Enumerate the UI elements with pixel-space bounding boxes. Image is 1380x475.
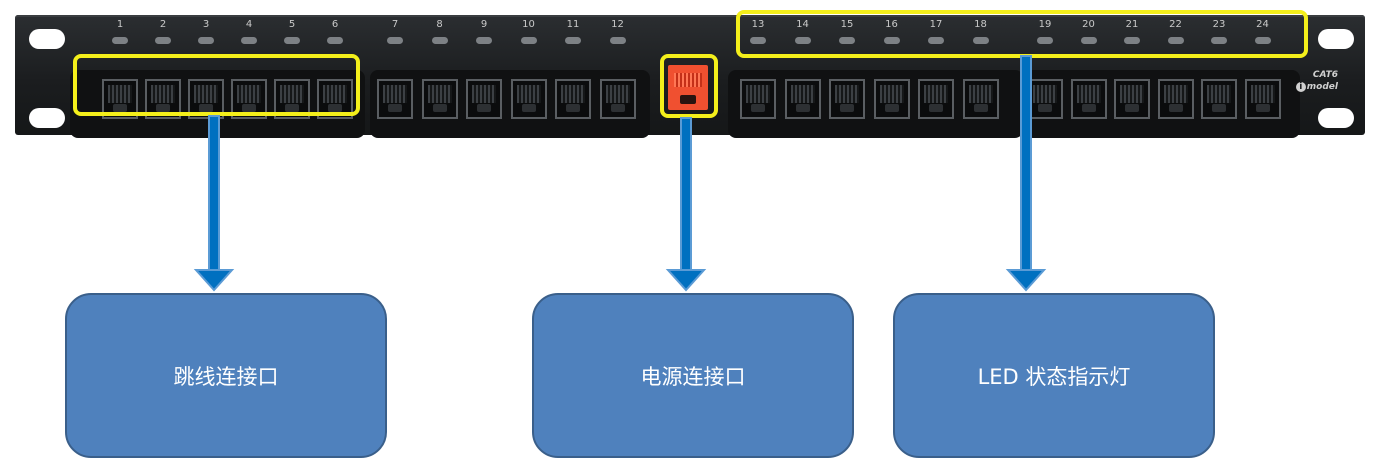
led-number: 8 — [436, 19, 443, 30]
status-led — [198, 37, 214, 44]
status-led — [327, 37, 343, 44]
rj45-port — [918, 79, 954, 119]
status-led — [284, 37, 300, 44]
led-number: 2 — [159, 19, 167, 30]
status-led — [155, 37, 171, 44]
label-power-port-text: 电源连接口 — [640, 364, 746, 389]
rj45-port — [510, 79, 547, 119]
mount-hole-top-right — [1318, 29, 1354, 49]
rj45-port — [1244, 79, 1281, 119]
led-number: 4 — [245, 19, 253, 30]
led-number: 18 — [974, 19, 987, 30]
brand-rating: CAT6 — [1312, 70, 1338, 80]
status-led — [1037, 37, 1053, 44]
led-number: 7 — [391, 19, 399, 30]
rj45-port — [740, 79, 776, 119]
status-led — [609, 37, 626, 44]
arrow-power-port — [665, 117, 707, 292]
mount-hole-top-left — [29, 29, 65, 49]
rj45-port — [1201, 79, 1237, 119]
led-number: 17 — [929, 19, 943, 30]
led-number: 9 — [480, 19, 488, 30]
status-led — [750, 37, 766, 44]
status-led — [972, 37, 989, 44]
status-led — [387, 37, 403, 44]
status-led — [928, 37, 944, 44]
label-led-status: LED 状态指示灯 — [893, 293, 1215, 458]
status-led — [112, 37, 128, 44]
label-patch-ports-text: 跳线连接口 — [173, 364, 279, 389]
status-led — [476, 37, 492, 44]
rj45-port — [1114, 79, 1150, 119]
rj45-port — [466, 79, 502, 119]
rj45-port — [421, 79, 458, 119]
led-number: 11 — [566, 19, 580, 30]
status-led — [1211, 37, 1227, 44]
status-led — [839, 37, 855, 44]
rj45-port — [1157, 79, 1194, 119]
led-number: 10 — [522, 19, 535, 30]
highlight-power-port — [660, 54, 718, 118]
status-led — [1124, 37, 1140, 44]
led-number: 19 — [1038, 19, 1052, 30]
led-number: 5 — [288, 19, 296, 30]
rj45-port — [599, 79, 636, 119]
led-number: 24 — [1256, 19, 1269, 30]
mount-hole-bottom-right — [1318, 108, 1354, 128]
rj45-port — [962, 79, 999, 119]
led-number: 21 — [1125, 19, 1139, 30]
brand-name: model — [1306, 82, 1338, 92]
status-led — [1167, 37, 1184, 44]
label-led-status-text: LED 状态指示灯 — [977, 364, 1131, 389]
rj45-port — [1027, 79, 1063, 119]
highlight-patch-ports — [73, 54, 360, 116]
led-number: 15 — [840, 19, 854, 30]
status-led — [794, 37, 811, 44]
led-number: 13 — [751, 19, 765, 30]
mount-hole-bottom-left — [29, 108, 65, 128]
rj45-port — [1070, 79, 1107, 119]
rj45-port — [555, 79, 591, 119]
label-power-port: 电源连接口 — [532, 293, 854, 458]
status-led — [883, 37, 900, 44]
led-number: 12 — [611, 19, 624, 30]
label-patch-ports: 跳线连接口 — [65, 293, 387, 458]
led-number: 1 — [116, 19, 124, 30]
arrow-patch-ports — [193, 115, 235, 292]
power-port — [668, 65, 708, 110]
led-number: 3 — [202, 19, 210, 30]
highlight-led-row — [736, 10, 1308, 58]
led-number: 20 — [1082, 19, 1095, 30]
rj45-port — [377, 79, 413, 119]
status-led — [1080, 37, 1097, 44]
rj45-port — [829, 79, 865, 119]
led-number: 23 — [1212, 19, 1226, 30]
status-led — [565, 37, 581, 44]
led-number: 14 — [796, 19, 809, 30]
brand-logo-letter: i — [1295, 82, 1306, 92]
rj45-port — [784, 79, 821, 119]
status-led — [1254, 37, 1271, 44]
led-number: 16 — [885, 19, 898, 30]
led-number: 6 — [331, 19, 339, 30]
status-led — [241, 37, 257, 44]
led-number: 22 — [1169, 19, 1182, 30]
rj45-port — [873, 79, 910, 119]
status-led — [520, 37, 537, 44]
status-led — [431, 37, 448, 44]
